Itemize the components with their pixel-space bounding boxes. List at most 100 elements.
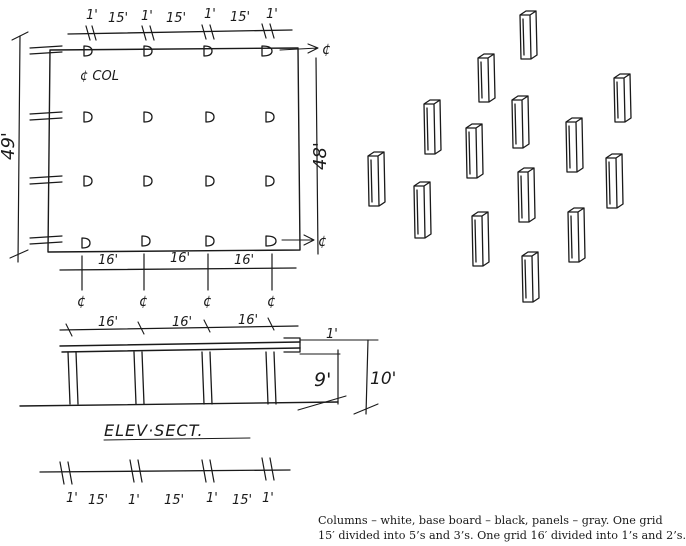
- plan-column: [205, 111, 215, 123]
- axo-column: [605, 153, 624, 209]
- plan-top-centerline-arrow: [279, 43, 319, 54]
- axo-column: [517, 167, 536, 223]
- plan-column: [143, 111, 153, 123]
- plan-column: [83, 175, 93, 187]
- elevation-section: 16' 16' 16' 1' 9' 10' ELEV·SECT.: [19, 313, 396, 441]
- strip-dim-3: 15': [164, 493, 184, 508]
- plan-centerline-top: ¢: [322, 42, 331, 58]
- plan-column: [83, 111, 93, 123]
- strip-line: [39, 469, 291, 473]
- section-columns: [67, 351, 277, 405]
- strip-dim-0: 1': [66, 491, 78, 506]
- section-beam: [59, 341, 301, 353]
- section-beam-end: [283, 337, 301, 353]
- section-span-dim-0: 16': [98, 315, 118, 330]
- plan-top-dim-4: 1': [204, 7, 216, 22]
- axo-column: [477, 53, 496, 103]
- plan-column: [83, 45, 93, 57]
- section-height-inner: 9': [314, 369, 331, 391]
- plan-bottom-dim-0: 16': [98, 253, 118, 268]
- section-label-underline: [103, 437, 251, 441]
- plan-column: [265, 235, 277, 247]
- bottom-dimension-strip: 1' 15' 1' 15' 1' 15' 1': [39, 457, 291, 508]
- plan-left-dimension-line: [17, 35, 21, 263]
- plan-top-dim-2: 1': [141, 9, 153, 24]
- axo-column: [521, 251, 540, 303]
- axonometric-column-sketch: [367, 10, 632, 303]
- section-column: [265, 351, 277, 405]
- plan-column: [205, 235, 215, 247]
- section-column: [201, 351, 213, 405]
- floor-plan: 1' 15' 1' 15' 1' 15' 1' ¢ ¢ 49' 48': [0, 7, 331, 310]
- axo-column: [367, 151, 386, 207]
- plan-column: [81, 237, 91, 249]
- sketch-sheet: 1' 15' 1' 15' 1' 15' 1' ¢ ¢ 49' 48': [0, 7, 686, 543]
- plan-gridline-mark-1: ¢: [139, 294, 148, 310]
- strip-dim-2: 1': [128, 493, 140, 508]
- plan-column-label: ¢ COL: [80, 69, 119, 84]
- section-column: [133, 351, 145, 405]
- caption-line-2: 15′ divided into 5’s and 3’s. One grid 1…: [318, 529, 686, 542]
- section-height-outer: 10': [370, 369, 396, 389]
- plan-top-dim-5: 15': [230, 10, 250, 25]
- section-label: ELEV·SECT.: [104, 421, 204, 440]
- plan-column: [141, 235, 151, 247]
- axo-column: [519, 10, 538, 60]
- plan-column: [143, 45, 153, 57]
- plan-top-dim-6: 1': [266, 7, 278, 22]
- plan-left-dim-ticks: [9, 31, 29, 259]
- plan-column: [205, 175, 215, 187]
- plan-column: [265, 175, 275, 187]
- plan-top-ticks: [85, 23, 275, 41]
- plan-gridline-mark-2: ¢: [203, 294, 212, 310]
- section-span-dim-1: 16': [172, 315, 192, 330]
- plan-column: [203, 45, 213, 57]
- section-height-lines: [337, 339, 369, 415]
- plan-column: [265, 111, 275, 123]
- caption-line-1: Columns – white, base board – black, pan…: [318, 514, 663, 527]
- axo-column: [613, 73, 632, 123]
- section-column: [67, 351, 79, 405]
- plan-right-dimension: 48': [310, 142, 331, 170]
- plan-bottom-gridlines: [81, 253, 273, 291]
- plan-bottom-dimension-line: [59, 267, 297, 271]
- strip-dim-5: 15': [232, 493, 252, 508]
- plan-top-dim-0: 1': [86, 8, 98, 23]
- axo-column: [567, 207, 586, 263]
- section-span-dim-2: 16': [238, 313, 258, 328]
- axo-column: [511, 95, 530, 149]
- plan-gridline-mark-3: ¢: [267, 294, 276, 310]
- axo-column: [465, 123, 484, 179]
- plan-column-grid: [81, 45, 277, 249]
- plan-column: [261, 45, 273, 57]
- section-small-dimension: 1': [326, 327, 338, 342]
- axo-column: [565, 117, 584, 173]
- section-extension-lines: [299, 339, 379, 355]
- plan-top-dim-1: 15': [108, 11, 128, 26]
- axo-column: [413, 181, 432, 239]
- strip-dim-6: 1': [262, 491, 274, 506]
- section-ground-line: [19, 401, 339, 407]
- plan-bottom-dim-2: 16': [234, 253, 254, 268]
- strip-dim-1: 15': [88, 493, 108, 508]
- plan-left-dimension: 49': [0, 132, 19, 160]
- plan-centerline-bottom: ¢: [318, 234, 327, 250]
- sketch-canvas: 1' 15' 1' 15' 1' 15' 1' ¢ ¢ 49' 48': [0, 7, 632, 508]
- plan-column: [143, 175, 153, 187]
- figure-caption: Columns – white, base board – black, pan…: [318, 513, 686, 543]
- plan-right-dimension-line: [315, 57, 319, 255]
- plan-left-ticks: [29, 45, 63, 245]
- plan-gridline-mark-0: ¢: [77, 294, 86, 310]
- strip-dim-4: 1': [206, 491, 218, 506]
- section-height-ticks: [297, 395, 379, 415]
- plan-top-dim-3: 15': [166, 11, 186, 26]
- plan-outline: [47, 47, 301, 253]
- plan-bottom-centerline-arrow: [281, 234, 315, 246]
- section-top-ticks: [65, 317, 275, 337]
- plan-bottom-dim-1: 16': [170, 251, 190, 266]
- axo-column: [471, 211, 490, 267]
- axo-column: [423, 99, 442, 155]
- strip-ticks: [59, 457, 275, 485]
- section-top-dimension-line: [59, 325, 299, 331]
- plan-top-dimension-line: [67, 29, 293, 35]
